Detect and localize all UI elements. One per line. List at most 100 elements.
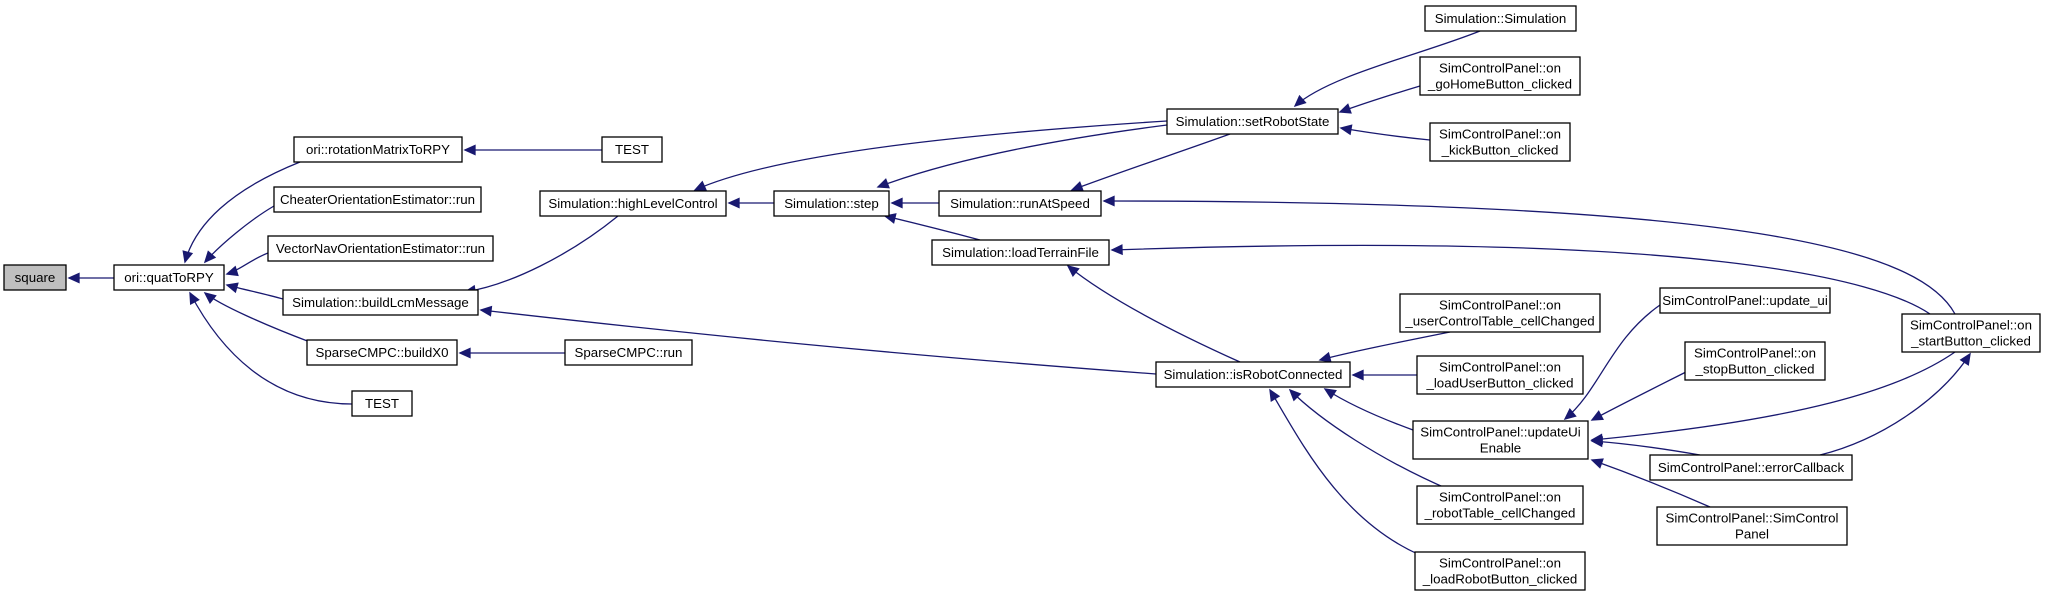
arrowhead-icon [1590, 410, 1604, 421]
arrowhead-icon [458, 347, 471, 359]
node-update-ui[interactable]: SimControlPanel::update_ui [1659, 287, 1831, 314]
node-label: _robotTable_cellChanged [1424, 506, 1576, 521]
arrowhead-icon [876, 178, 890, 189]
arrowhead-icon [1563, 407, 1577, 421]
node-label: SimControlPanel::on [1694, 346, 1816, 361]
node-label: SimControlPanel::on [1439, 298, 1561, 313]
node-step[interactable]: Simulation::step [773, 190, 890, 217]
arrowhead-icon [203, 292, 217, 304]
arrowhead-icon [1288, 388, 1302, 402]
node-box [293, 136, 463, 163]
edge-line [694, 120, 1168, 191]
edge-robottable-to-isrobotconnected [1288, 388, 1451, 491]
node-gohome[interactable]: SimControlPanel::on_goHomeButton_clicked [1419, 56, 1581, 96]
node-sparserun[interactable]: SparseCMPC::run [564, 339, 693, 366]
node-label: Simulation::buildLcmMessage [292, 295, 469, 310]
node-cheaterrun[interactable]: CheaterOrientationEstimator::run [273, 186, 482, 213]
node-box [1419, 56, 1581, 96]
arrowhead-icon [479, 305, 493, 317]
edge-update-ui-to-updateuienable [1563, 304, 1661, 421]
node-box [1399, 293, 1601, 333]
node-setrobotstate[interactable]: Simulation::setRobotState [1166, 108, 1339, 135]
node-loadterrainfile[interactable]: Simulation::loadTerrainFile [931, 239, 1110, 266]
node-box [1416, 355, 1584, 395]
node-box [1414, 551, 1586, 591]
node-label: Simulation::loadTerrainFile [942, 245, 1099, 260]
edge-loadterrainfile-to-step [883, 213, 981, 241]
edge-buildlcmmessage-to-quattorpy [225, 282, 284, 300]
nodes-layer: square ori::quatToRPY ori::rotationMatrixT… [3, 5, 2041, 591]
node-square[interactable]: square [3, 264, 67, 291]
node-label: SimControlPanel::SimControl [1666, 511, 1839, 526]
node-simctor[interactable]: Simulation::Simulation [1424, 5, 1577, 32]
edges-layer [67, 30, 1971, 556]
node-rotationmatrixtorpy[interactable]: ori::rotationMatrixToRPY [293, 136, 463, 163]
edge-sparserun-to-buildx0 [458, 347, 565, 359]
edge-test-rot-to-rotationmatrixtorpy [463, 144, 603, 156]
edge-setrobotstate-to-step [876, 124, 1168, 189]
arrowhead-icon [1318, 351, 1332, 363]
node-box [1155, 361, 1351, 388]
edge-line [480, 309, 1157, 375]
node-kick[interactable]: SimControlPanel::on_kickButton_clicked [1429, 122, 1571, 162]
edge-setrobotstate-to-highlevelcontrol [693, 120, 1168, 191]
edge-test-quat-to-quattorpy [189, 291, 353, 405]
node-buildlcmmessage[interactable]: Simulation::buildLcmMessage [282, 289, 479, 316]
node-loaduser[interactable]: SimControlPanel::on_loadUserButton_click… [1416, 355, 1584, 395]
node-simcontrolpanelctor[interactable]: SimControlPanel::SimControlPanel [1656, 506, 1848, 546]
node-label: Panel [1735, 527, 1769, 542]
node-label: _loadRobotButton_clicked [1422, 572, 1578, 587]
node-box [931, 239, 1110, 266]
arrowhead-icon [1959, 352, 1971, 366]
edge-gohome-to-setrobotstate [1338, 85, 1421, 114]
node-box [1416, 485, 1584, 525]
node-loadrobot[interactable]: SimControlPanel::on_loadRobotButton_clic… [1414, 551, 1586, 591]
edge-updateuienable-to-isrobotconnected [1323, 388, 1414, 431]
edge-line [184, 161, 301, 263]
node-buildx0[interactable]: SparseCMPC::buildX0 [306, 339, 458, 366]
node-label: SimControlPanel::on [1439, 61, 1561, 76]
edge-line [1111, 244, 1931, 315]
node-label: Simulation::runAtSpeed [950, 196, 1090, 211]
node-label: _stopButton_clicked [1694, 362, 1814, 377]
arrowhead-icon [1102, 195, 1115, 207]
arrowhead-icon [1351, 369, 1364, 381]
node-highlevelcontrol[interactable]: Simulation::highLevelControl [539, 190, 727, 217]
node-label: VectorNavOrientationEstimator::run [276, 241, 485, 256]
edge-runatspeed-to-step [890, 197, 939, 209]
node-label: SparseCMPC::buildX0 [315, 345, 448, 360]
arrowhead-icon [727, 197, 740, 209]
node-label: Simulation::isRobotConnected [1164, 367, 1343, 382]
node-usercontroltable[interactable]: SimControlPanel::on_userControlTable_cel… [1399, 293, 1601, 333]
node-startbutton[interactable]: SimControlPanel::on_startButton_clicked [1901, 313, 2041, 353]
node-vectornavrun[interactable]: VectorNavOrientationEstimator::run [267, 235, 494, 262]
node-label: _startButton_clicked [1910, 334, 2031, 349]
node-runatspeed[interactable]: Simulation::runAtSpeed [938, 190, 1102, 217]
node-isrobotconnected[interactable]: Simulation::isRobotConnected [1155, 361, 1351, 388]
node-box [1429, 122, 1571, 162]
node-box [1424, 5, 1577, 32]
node-label: SimControlPanel::on [1439, 360, 1561, 375]
edge-line [1591, 440, 1701, 456]
node-test-rot[interactable]: TEST [601, 136, 663, 163]
node-label: ori::rotationMatrixToRPY [306, 142, 450, 157]
node-test-quat[interactable]: TEST [351, 390, 413, 417]
edge-line [189, 292, 353, 405]
edge-line [1067, 265, 1241, 363]
node-label: SimControlPanel::update_ui [1662, 293, 1828, 308]
arrowhead-icon [1323, 388, 1337, 400]
edge-isrobotconnected-to-loadterrainfile [1066, 265, 1241, 363]
node-errorcallback[interactable]: SimControlPanel::errorCallback [1649, 454, 1853, 481]
node-box [539, 190, 727, 217]
node-robottable[interactable]: SimControlPanel::on_robotTable_cellChang… [1416, 485, 1584, 525]
node-box [351, 390, 413, 417]
arrowhead-icon [1070, 181, 1084, 192]
edge-isrobotconnected-to-buildlcmmessage [479, 305, 1157, 375]
node-stopbutton[interactable]: SimControlPanel::on_stopButton_clicked [1684, 341, 1826, 381]
edge-step-to-highlevelcontrol [727, 197, 774, 209]
edge-setrobotstate-to-runatspeed [1070, 133, 1231, 192]
arrowhead-icon [1269, 388, 1281, 402]
node-quattorpy[interactable]: ori::quatToRPY [113, 264, 225, 291]
node-box [3, 264, 67, 291]
